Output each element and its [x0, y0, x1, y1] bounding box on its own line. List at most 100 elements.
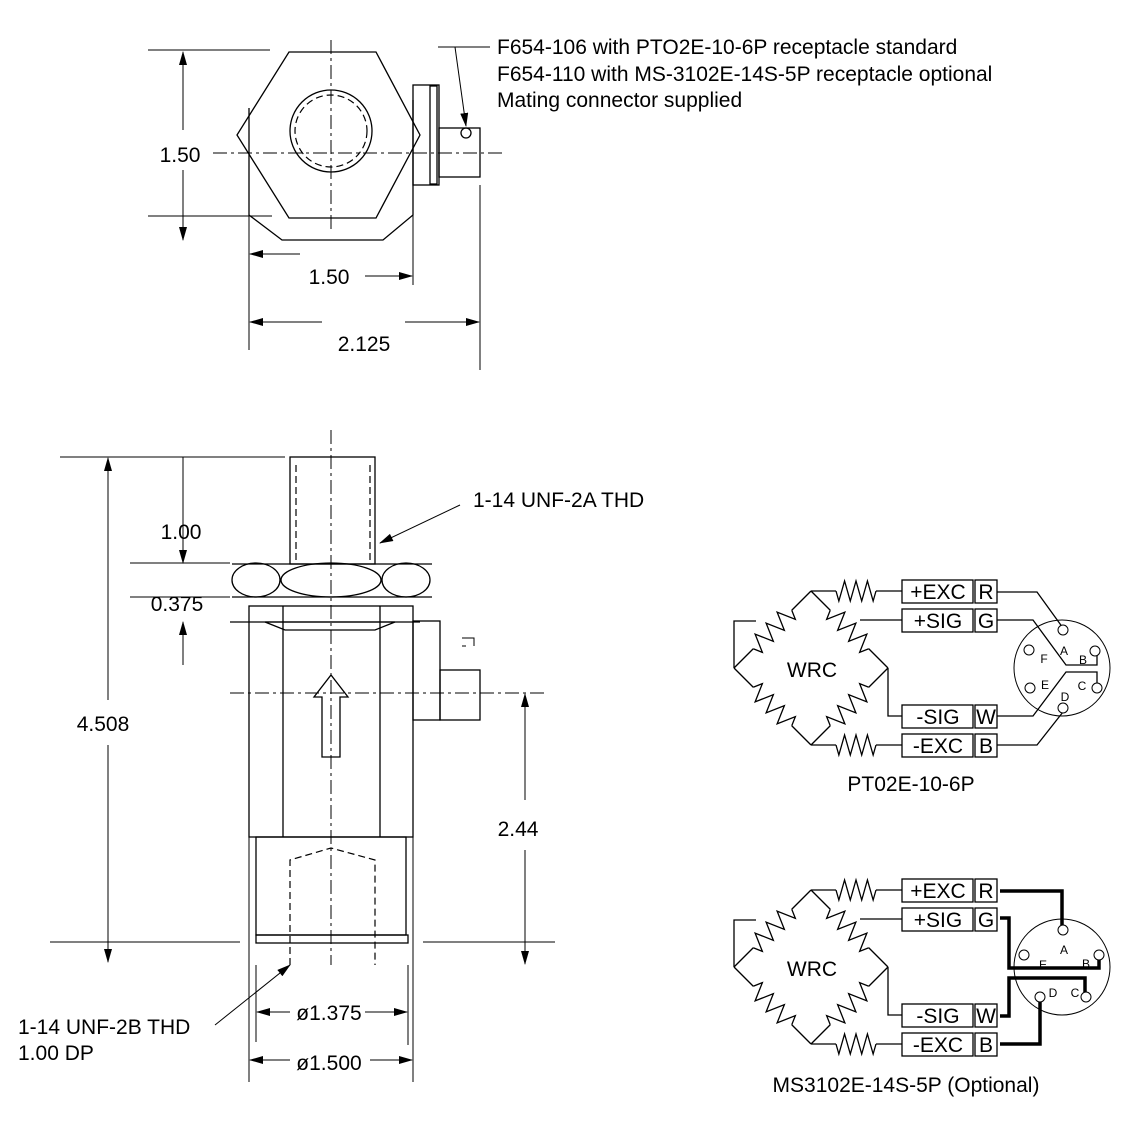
wire-color-label: G	[978, 909, 994, 932]
connector-flange	[412, 84, 440, 186]
resistor	[753, 981, 797, 1025]
wire-color-label: B	[979, 1034, 993, 1057]
resistor	[753, 682, 797, 726]
wire-color-box	[974, 579, 998, 604]
pin-c	[1080, 991, 1092, 1003]
lock-nut	[231, 562, 432, 598]
thread-bottom-label: 1-14 UNF-2B THD	[18, 1016, 190, 1039]
pin-e	[1024, 682, 1036, 694]
signal-box	[901, 579, 974, 604]
pin-b	[1093, 949, 1105, 961]
pin-label: D	[1049, 986, 1058, 1000]
signal-box	[901, 704, 974, 729]
resistor	[835, 1031, 877, 1057]
resistor	[825, 682, 869, 726]
thread-depth-label: 1.00 DP	[18, 1042, 94, 1065]
bridge-label: WRC	[787, 958, 837, 981]
signal-label: -EXC	[913, 735, 963, 758]
wire-color-label: G	[978, 610, 994, 633]
dia-outer-label: ø1.500	[296, 1052, 361, 1075]
side-view: 4.508 1.00 0.375 2.44 1-14 UNF-2A THD 1-…	[18, 430, 644, 1082]
signal-box	[901, 1003, 974, 1028]
dim-nut-label: 0.375	[151, 593, 204, 616]
key-mark	[462, 637, 475, 647]
pin-c	[1091, 682, 1103, 694]
top-view: 1.50 1.50 2.125 F654-106 with PTO2E-10-6…	[148, 36, 992, 370]
connector-key	[460, 127, 472, 139]
hex-nut	[236, 51, 421, 219]
thread-top-label: 1-14 UNF-2A THD	[473, 489, 644, 512]
wire-color-label: R	[978, 880, 993, 903]
bridge-label: WRC	[787, 659, 837, 682]
pin-f	[1023, 644, 1035, 656]
signal-label: +EXC	[910, 581, 965, 604]
dim-height-label: 1.50	[160, 144, 201, 167]
internal-thread-hidden	[289, 847, 376, 965]
resistor	[835, 578, 877, 604]
connector-flange-inner	[429, 85, 438, 185]
signal-box	[901, 1032, 974, 1057]
signal-box	[901, 608, 974, 633]
wire-color-box	[974, 704, 998, 729]
connector-body	[439, 669, 481, 721]
threaded-stud	[289, 456, 376, 565]
resistor	[825, 610, 869, 654]
dim-overall-label: 2.125	[338, 333, 391, 356]
dim-connector-label: 2.44	[498, 818, 539, 841]
wire-color-box	[974, 878, 998, 903]
wire-color-box	[974, 907, 998, 932]
note-line-1: F654-106 with PTO2E-10-6P receptacle sta…	[497, 36, 957, 59]
pin-label: F	[1040, 652, 1047, 666]
wire-color-box	[974, 1032, 998, 1057]
pin-a	[1057, 924, 1069, 936]
pin-label: E	[1041, 678, 1049, 692]
bottom-flange	[255, 934, 409, 944]
dia-inner-label: ø1.375	[296, 1002, 361, 1025]
connector-title: MS3102E-14S-5P (Optional)	[773, 1074, 1040, 1097]
wire-color-box	[974, 733, 998, 758]
pin-label: C	[1071, 986, 1080, 1000]
pin-label: A	[1060, 644, 1068, 658]
wiring-optional: WRC MS3102E-14S-5P (Optional) +EXC R +SIG G…	[733, 877, 1111, 1097]
signal-label: +SIG	[914, 610, 962, 633]
pin-e	[1018, 949, 1030, 961]
connector-title: PT02E-10-6P	[847, 773, 974, 796]
resistor	[753, 909, 797, 953]
note-line-2: F654-110 with MS-3102E-14S-5P receptacle…	[497, 63, 992, 86]
resistor	[753, 610, 797, 654]
resistor	[825, 981, 869, 1025]
resistor	[835, 877, 877, 903]
signal-box	[901, 733, 974, 758]
wire-color-label: W	[976, 1005, 996, 1028]
pin-label: D	[1061, 690, 1070, 704]
resistor	[835, 732, 877, 758]
wire-color-label: R	[978, 581, 993, 604]
pin-d	[1034, 991, 1046, 1003]
pin-a	[1057, 624, 1069, 636]
pin-label: C	[1078, 679, 1087, 693]
resistor	[825, 909, 869, 953]
dim-width-label: 1.50	[309, 266, 350, 289]
dim-total-label: 4.508	[77, 713, 130, 736]
signal-box	[901, 878, 974, 903]
connector-flange	[412, 620, 441, 721]
signal-box	[901, 907, 974, 932]
bore-hidden-circle	[294, 94, 368, 168]
pin-label: B	[1079, 653, 1087, 667]
note-line-3: Mating connector supplied	[497, 89, 742, 112]
signal-label: +SIG	[914, 909, 962, 932]
signal-label: -SIG	[916, 706, 959, 729]
pin-label: B	[1082, 957, 1090, 971]
wire-color-box	[974, 1003, 998, 1028]
pin-d	[1057, 702, 1069, 714]
dim-stud-label: 1.00	[161, 521, 202, 544]
wire-color-label: B	[979, 735, 993, 758]
signal-label: +EXC	[910, 880, 965, 903]
pin-label: A	[1060, 943, 1068, 957]
connector-face	[1013, 619, 1111, 717]
pin-label: E	[1039, 958, 1047, 972]
load-direction-arrow	[312, 673, 350, 758]
wire-color-label: W	[976, 706, 996, 729]
